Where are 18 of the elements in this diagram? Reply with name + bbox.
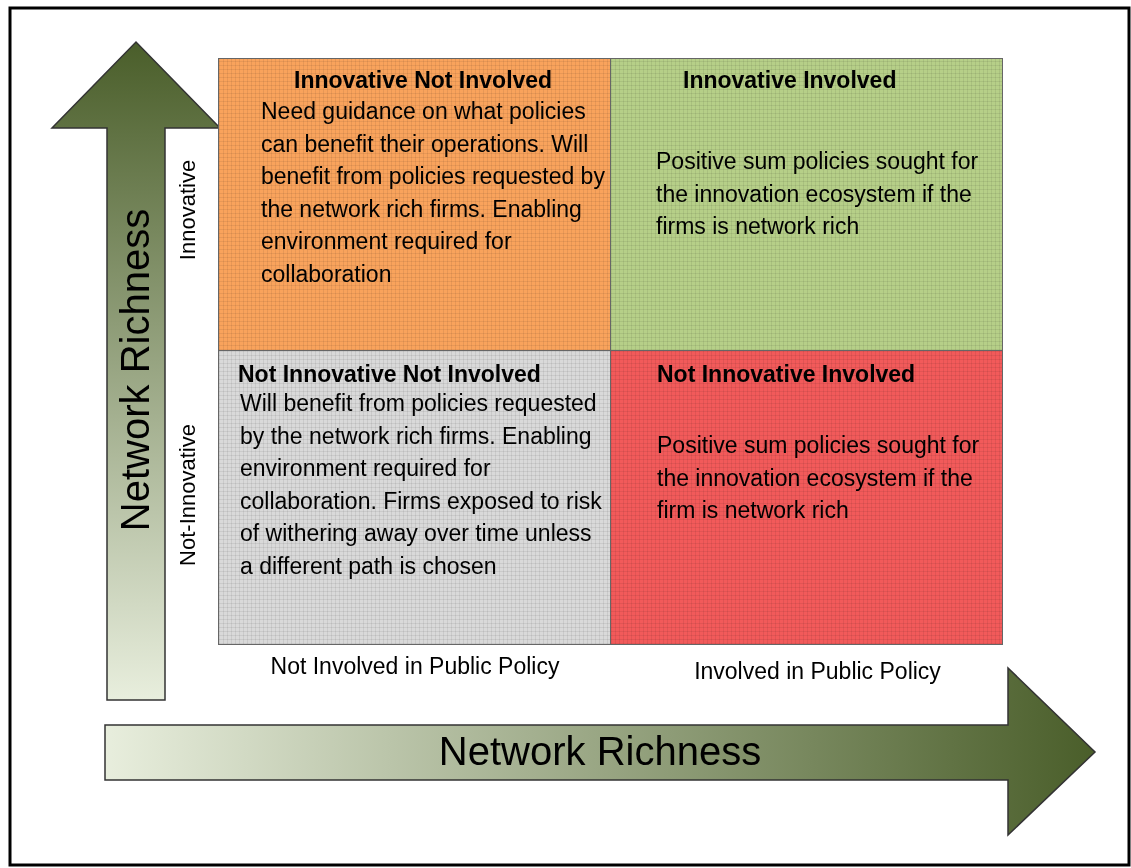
quadrant-box xyxy=(610,58,1003,351)
quadrant-heading: Innovative Involved xyxy=(683,67,897,94)
quadrant-box xyxy=(610,350,1003,645)
quadrant-heading: Not Innovative Not Involved xyxy=(238,361,541,388)
quadrant-box xyxy=(218,350,611,645)
axis-label: Involved in Public Policy xyxy=(693,657,942,686)
quadrant-text: Will benefit from policies requested by the network rich firms. Enabling environment required for collaboration. Firms exposed to risk of withering away over time unless a different path is chosen xyxy=(240,389,603,581)
axis-label: Not Involved in Public Policy xyxy=(270,652,560,681)
quadrant-box xyxy=(218,58,611,351)
axis-title: Network Richness xyxy=(437,728,763,775)
quadrant-heading: Innovative Not Involved xyxy=(294,67,553,94)
axis-label: Not-Innovative xyxy=(173,424,201,566)
quadrant-text: Positive sum policies sought for the innovation ecosystem if the firms is network rich xyxy=(656,147,980,241)
axis-label: Innovative xyxy=(174,159,202,261)
axis-title: Network Richness xyxy=(112,208,159,532)
quadrant-text: Need guidance on what policies can benefit their operations. Will benefit from policies requested by the network rich firms. Enabling environment required for collaboration xyxy=(261,97,606,289)
quadrant-heading: Not Innovative Involved xyxy=(657,361,916,388)
quadrant-text: Positive sum policies sought for the innovation ecosystem if the firm is network rich xyxy=(657,431,981,525)
